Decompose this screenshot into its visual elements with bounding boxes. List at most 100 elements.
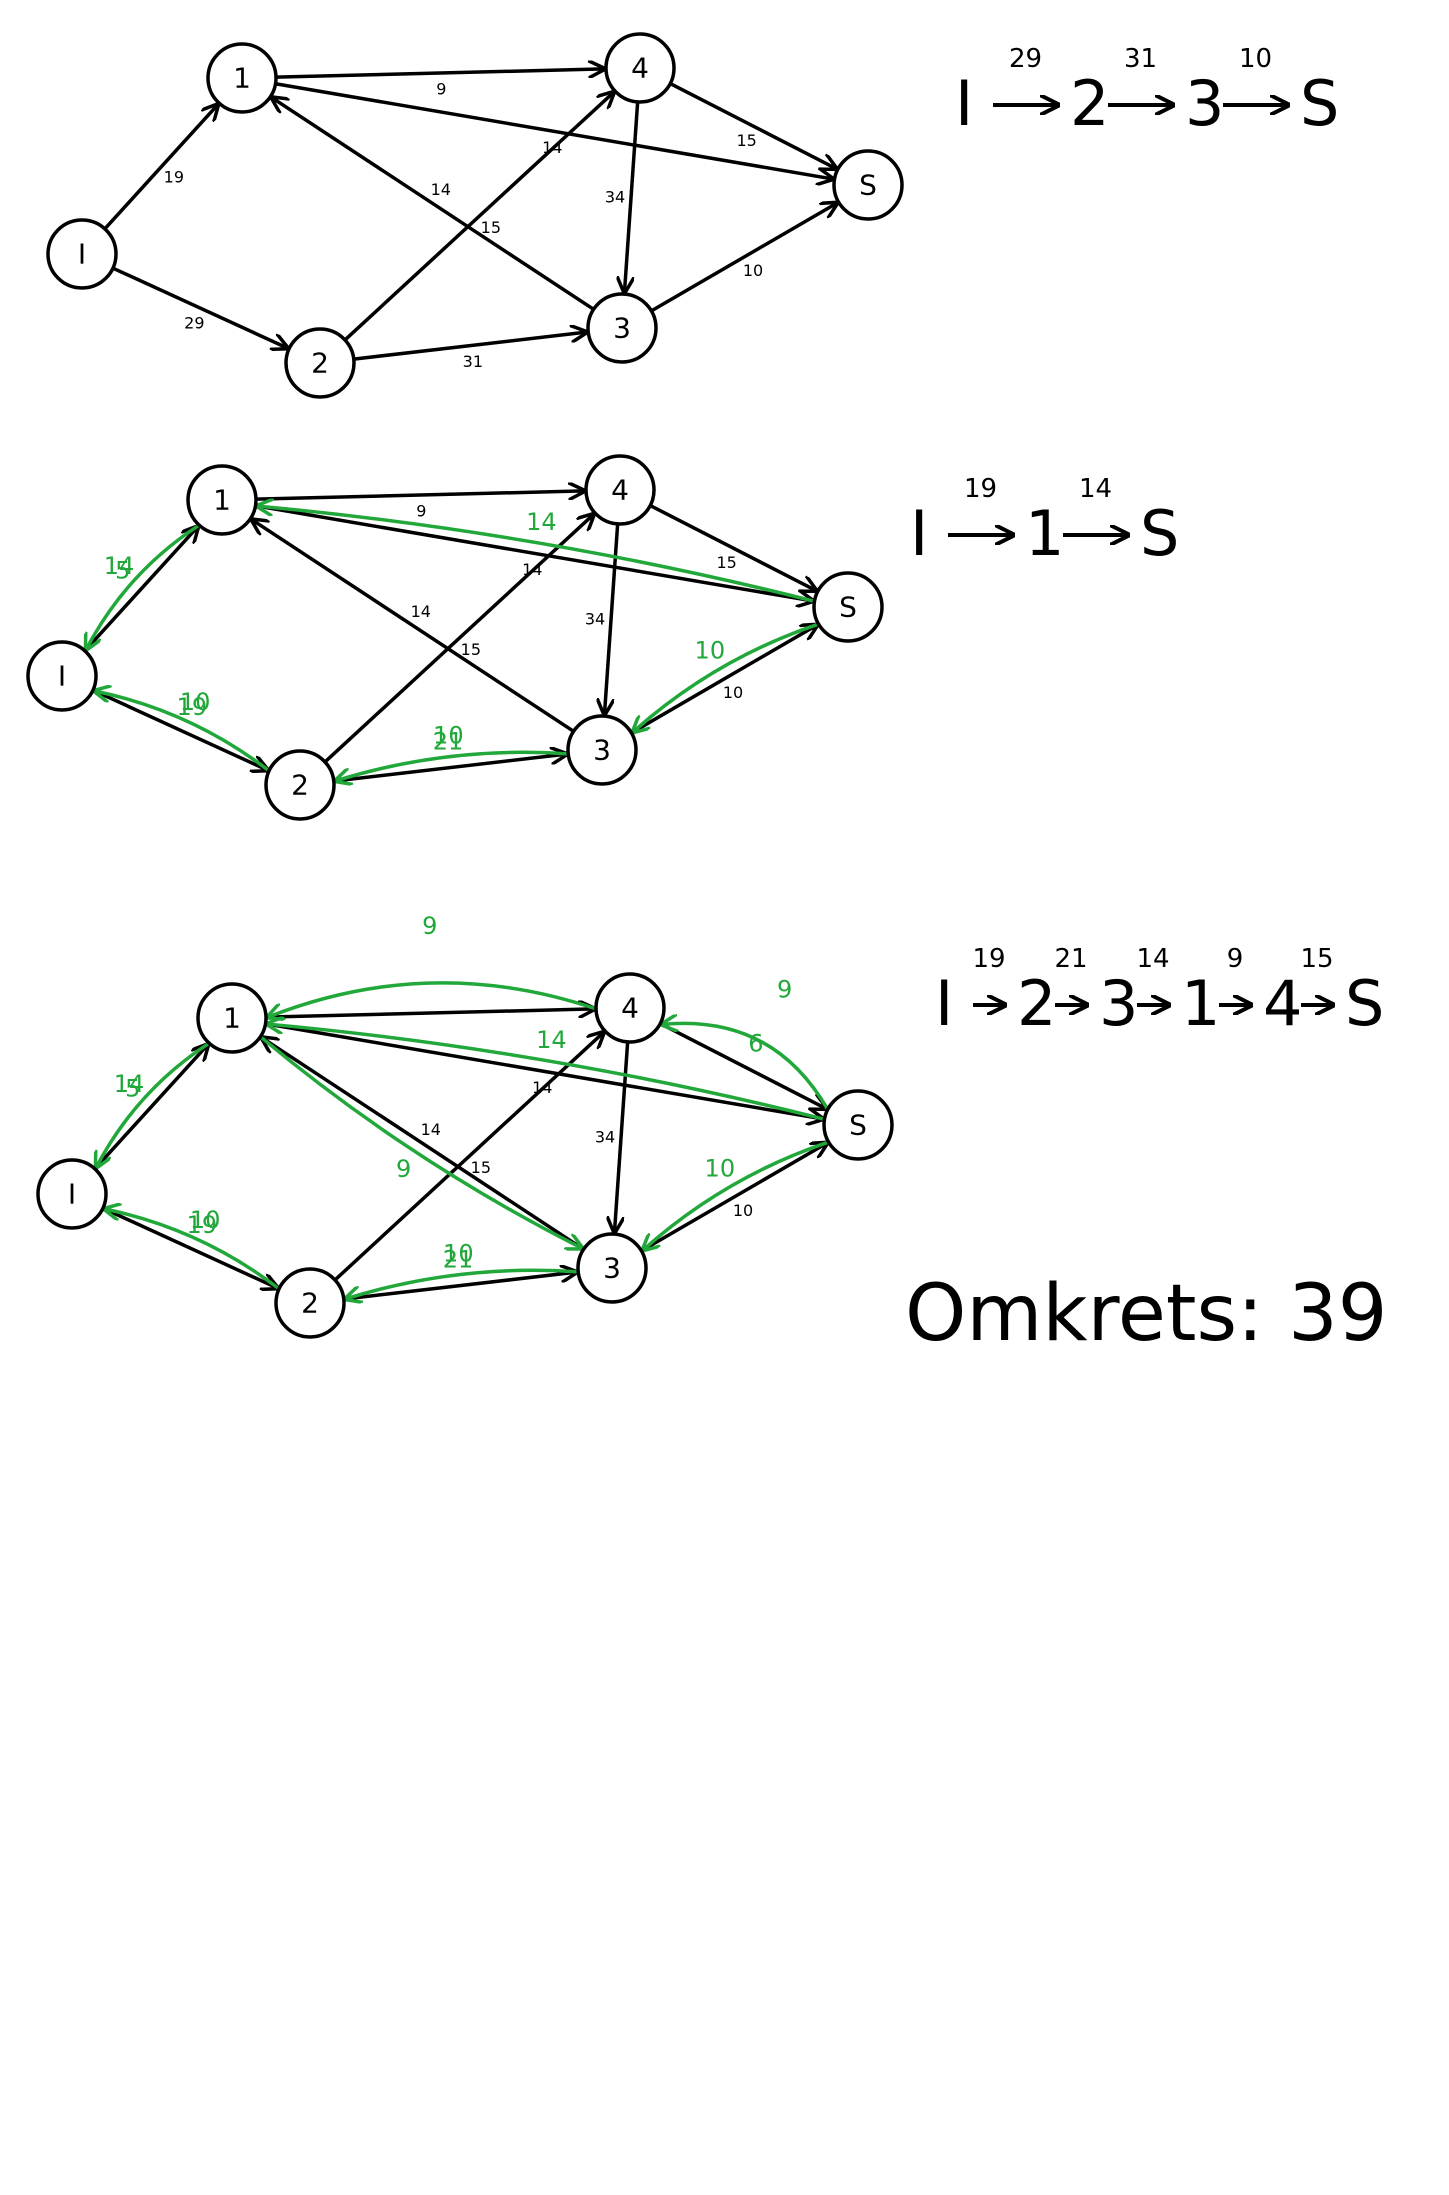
path-node: S — [1300, 67, 1339, 140]
node-circle — [576, 1232, 648, 1304]
edge-label-3-1: 14 — [421, 1120, 441, 1139]
node-2: 2 — [284, 327, 356, 399]
node-label: 2 — [311, 347, 329, 380]
edge-label-2-3: 31 — [463, 352, 483, 371]
node-label: 2 — [291, 769, 309, 802]
node-label: I — [68, 1178, 76, 1211]
residual-label-S-1: 14 — [526, 508, 557, 536]
node-label: 3 — [603, 1252, 621, 1285]
edge-label-I-2: 29 — [184, 314, 204, 333]
node-4: 4 — [604, 32, 676, 104]
edge-I-2 — [92, 688, 267, 770]
edge-label-3-S: 10 — [723, 683, 743, 702]
residual-label-3-2: 10 — [433, 722, 464, 750]
path-flow: 19 — [972, 944, 1005, 974]
path-node: 3 — [1099, 967, 1138, 1040]
residual-edge-3-2 — [336, 750, 570, 781]
path-flow: 31 — [1124, 44, 1157, 74]
residual-edge-2-I — [95, 691, 271, 773]
edge-I-1 — [83, 527, 198, 653]
capacity-label-I-1: 5 — [115, 557, 130, 585]
edge-label-3-1: 14 — [431, 180, 451, 199]
node-I: I — [36, 1158, 108, 1230]
edge-4-S — [659, 1021, 826, 1109]
residual-edge-1-I — [96, 1041, 211, 1167]
node-label: I — [58, 660, 66, 693]
edge-label-3-S: 10 — [733, 1201, 753, 1220]
path-node: 1 — [1025, 497, 1064, 570]
edge-4-S — [649, 503, 816, 591]
edge-I-2 — [112, 266, 287, 348]
path-node: S — [1345, 967, 1384, 1040]
path-node: 2 — [1070, 67, 1109, 140]
node-label: S — [859, 169, 877, 202]
edge-label-1-4: 9 — [416, 501, 426, 520]
residual-edge-1-3 — [258, 1034, 582, 1249]
node-circle — [832, 149, 904, 221]
residual-edge-S-3 — [633, 622, 821, 732]
capacity-label-I-2: 19 — [177, 693, 208, 721]
residual-edge-S-1 — [257, 506, 817, 604]
node-S: S — [822, 1089, 894, 1161]
node-2: 2 — [274, 1267, 346, 1339]
residual-label-S-3: 10 — [705, 1154, 736, 1182]
edge-1-S — [255, 504, 813, 601]
residual-label-3-2: 10 — [443, 1240, 474, 1268]
edge-label-1-4: 9 — [436, 79, 446, 98]
path-node: 2 — [1017, 967, 1056, 1040]
edge-4-3 — [624, 101, 640, 292]
result-answer: Omkrets: 39 — [905, 1269, 1387, 1359]
edge-2-3 — [353, 332, 586, 361]
node-circle — [206, 42, 278, 114]
path-node: 4 — [1263, 967, 1302, 1040]
edge-4-3 — [604, 523, 620, 714]
node-circle — [26, 640, 98, 712]
edge-2-4 — [333, 1032, 604, 1282]
residual-label-S-4: 9 — [777, 976, 792, 1004]
node-S: S — [812, 571, 884, 643]
edge-label-3-S: 10 — [743, 261, 763, 280]
node-4: 4 — [584, 454, 656, 526]
edge-2-4 — [343, 92, 614, 342]
node-label: 4 — [611, 474, 629, 507]
node-1: 1 — [196, 982, 268, 1054]
residual-edge-S-4 — [662, 1023, 830, 1112]
node-label: 4 — [621, 992, 639, 1025]
edge-4-S — [669, 81, 836, 169]
node-I: I — [46, 218, 118, 290]
node-label: 1 — [233, 62, 251, 95]
residual-label-1-3: 9 — [396, 1155, 411, 1183]
node-label: 1 — [213, 484, 231, 517]
node-I: I — [26, 640, 98, 712]
node-circle — [586, 292, 658, 364]
node-label: 4 — [631, 52, 649, 85]
edge-3-S — [650, 203, 836, 313]
edge-1-4 — [265, 1009, 594, 1019]
residual-label-4-1: 9 — [422, 912, 437, 940]
path-flow: 14 — [1079, 474, 1112, 504]
residual-label-S-1: 14 — [536, 1026, 567, 1054]
path-flow: 29 — [1009, 44, 1042, 74]
residual-edge-S-1 — [267, 1024, 827, 1122]
path-node: I — [935, 967, 953, 1040]
node-circle — [566, 714, 638, 786]
residual-label-2-I: 10 — [180, 688, 211, 716]
edge-2-4 — [323, 514, 594, 764]
edge-2-3 — [333, 754, 566, 783]
node-label: S — [839, 591, 857, 624]
node-1: 1 — [186, 464, 258, 536]
edge-label-4-3: 34 — [605, 187, 625, 206]
node-4: 4 — [594, 972, 666, 1044]
residual-edge-S-3 — [643, 1140, 831, 1250]
edge-label-I-1: 19 — [164, 167, 184, 186]
residual-label-S-3: 10 — [695, 636, 726, 664]
edge-label-2-4: 15 — [481, 218, 501, 237]
edge-label-2-4: 15 — [471, 1158, 491, 1177]
node-label: 3 — [593, 734, 611, 767]
edge-1-4 — [255, 491, 584, 501]
edge-label-4-S: 15 — [737, 131, 757, 150]
node-circle — [812, 571, 884, 643]
